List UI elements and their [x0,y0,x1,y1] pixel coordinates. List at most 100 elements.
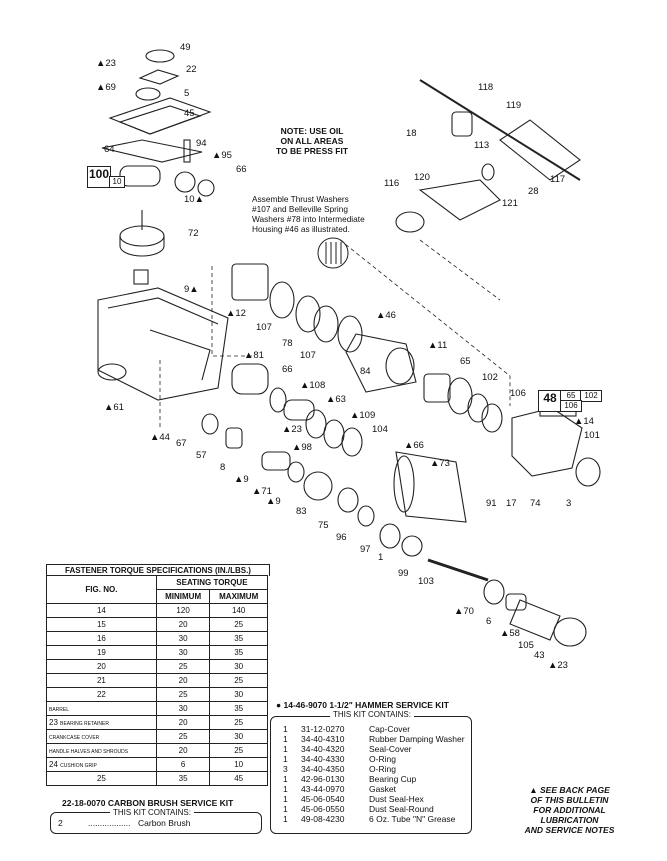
sleeve-105 [509,599,561,641]
part-number-label: 120 [414,172,430,183]
kit-qty: 3 [283,764,288,774]
part-number-label: ▲71 [252,486,272,497]
torque-table-title: FASTENER TORQUE SPECIFICATIONS (IN./LBS.… [46,564,270,576]
box-100-sub: 10 [109,176,125,188]
torque-max: 25 [209,715,268,730]
oil-note: NOTE: USE OIL ON ALL AREAS TO BE PRESS F… [262,126,362,156]
part-number-label: 1 [378,552,383,563]
torque-sub-label: CRANKCASE COVER [49,735,100,741]
part-number-label: 107 [300,350,316,361]
crankcase-cover [108,97,212,135]
connecting-rod [101,139,203,163]
brush-desc: Carbon Brush [138,818,191,828]
part-number-label: 22 [186,64,197,75]
part-number-label: 119 [506,100,521,111]
part-number-label: 65 [460,356,471,367]
part-number-label: 8 [220,462,225,473]
part-number-label: 17 [506,498,517,509]
part-number-label: 105 [518,640,534,651]
torque-max: 35 [209,645,268,660]
back-note-line: LUBRICATION [540,815,599,825]
part-number-label: ▲23 [282,424,302,435]
bearing-12 [231,263,269,301]
torque-sub-label: CUSHION GRIP [60,763,97,769]
kit-description: O-Ring [369,764,396,774]
torque-fig: 22 [46,687,157,702]
kit-qty: 1 [283,804,288,814]
part-number-label: 103 [418,576,434,587]
back-note-line: OF THIS BULLETIN [530,795,609,805]
box-48-main: 48 [538,390,562,412]
torque-min: 30 [155,645,211,660]
torque-max: 10 [209,757,268,772]
torque-fig: 25 [46,771,157,786]
torque-max: 30 [209,729,268,744]
thrust-note-line: Washers #78 into Intermediate [252,214,365,224]
kit-part-number: 45-06-0550 [301,804,345,814]
torque-table: FIG. NO. SEATING TORQUE MINIMUM MAXIMUM … [46,575,269,786]
kit-part-number: 43-44-0970 [301,784,345,794]
torque-max: 25 [209,673,268,688]
part-number-label: 49 [180,42,191,53]
piston [231,363,269,395]
oil-note-line: ON ALL AREAS [280,136,344,146]
torque-max: 25 [209,617,268,632]
part-number-label: ▲95 [212,150,232,161]
part-number-label: 6 [486,616,491,627]
part-number-label: ▲58 [500,628,520,639]
side-handle [499,119,581,181]
part-number-label: 96 [336,532,347,543]
part-number-label: 74 [530,498,541,509]
back-note-line: FOR ADDITIONAL [533,805,606,815]
torque-col-min: MINIMUM [155,589,211,604]
oil-note-line: NOTE: USE OIL [280,126,344,136]
torque-sub-label: BEARING RETAINER [60,721,109,727]
part-number-label: 84 [360,366,371,377]
part-number-label: 28 [528,186,539,197]
kit-qty: 1 [283,734,288,744]
box-48-sub-b: 102 [580,390,602,402]
torque-fig: 21 [46,673,157,688]
part-number-label: 75 [318,520,329,531]
kit-qty: 1 [283,814,288,824]
torque-max: 30 [209,659,268,674]
kit-description: Bearing Cup [369,774,417,784]
part-number-label: 10▲ [184,194,204,205]
part-number-label: ▲11 [428,340,447,351]
cap-cover [145,49,175,63]
kit-qty: 1 [283,744,288,754]
spring-83 [303,471,333,501]
thrust-washer-inset-icon [317,237,349,269]
torque-fig: 20 [46,659,157,674]
part-number-label: ▲46 [376,310,396,321]
part-number-label: 5 [184,88,189,99]
kit-qty: 1 [283,784,288,794]
kit-description: Rubber Damping Washer [369,734,465,744]
torque-max: 140 [209,603,268,618]
barrel-front [511,407,583,477]
part-number-label: 94 [196,138,207,149]
kit-part-number: 34-40-4350 [301,764,345,774]
part-number-label: 91 [486,498,497,509]
part-number-label: 66 [282,364,293,375]
torque-fig: 15 [46,617,157,632]
kit-description: Gasket [369,784,396,794]
depth-rod [419,79,581,181]
bearing [119,165,161,187]
back-note-line: AND SERVICE NOTES [524,825,615,835]
part-number-label: ▲12 [226,308,246,319]
part-number-label: ▲9 [234,474,249,485]
part-number-label: 45 [184,108,195,119]
part-number-label: 106 [510,388,526,399]
torque-max: 35 [209,701,268,716]
part-number-label: ▲73 [430,458,450,469]
